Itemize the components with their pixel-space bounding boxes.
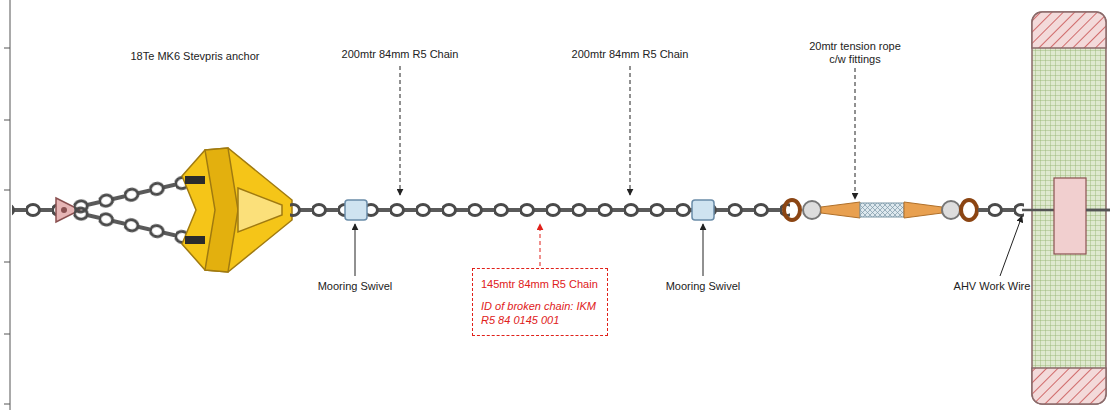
- chain-length: 145mtr 84mm R5 Chain: [481, 277, 599, 291]
- rope-label: 20mtr tension rope c/w fittings: [800, 40, 910, 66]
- swivel-label: Mooring Swivel: [318, 280, 393, 293]
- callout-box: 145mtr 84mm R5 Chain ID of broken chain: …: [472, 268, 608, 336]
- anchor-label: 18Te MK6 Stevpris anchor: [130, 50, 259, 63]
- chain-label: 200mtr 84mm R5 Chain: [342, 48, 459, 61]
- swivel-label: Mooring Swivel: [666, 280, 741, 293]
- chain-label: 200mtr 84mm R5 Chain: [572, 48, 689, 61]
- chain-id: ID of broken chain: IKM R5 84 0145 001: [481, 299, 599, 327]
- wire-label: AHV Work Wire: [954, 280, 1031, 293]
